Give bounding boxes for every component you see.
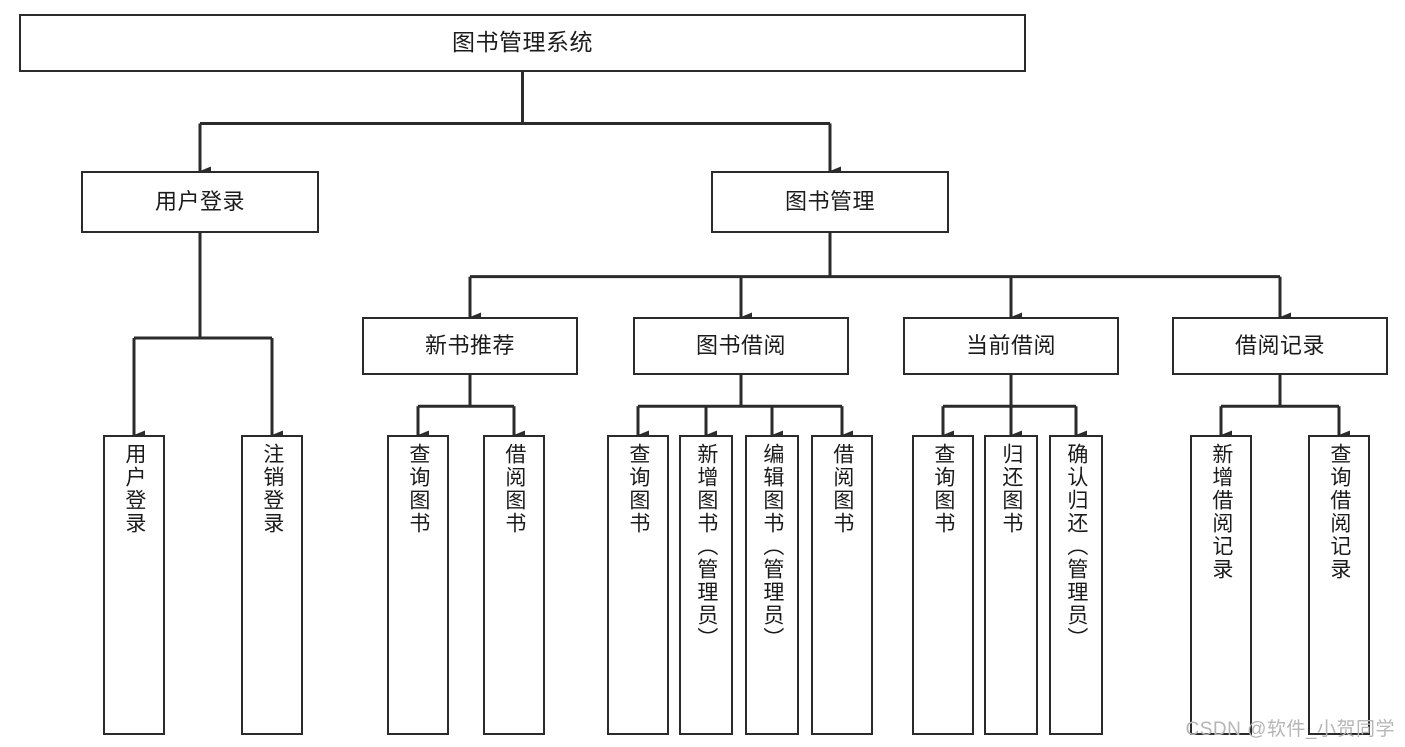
node-label-user-login: 用户登录 [154, 189, 245, 215]
node-label-leaf-query-borrow-record: 查询借阅记录 [1327, 443, 1351, 581]
node-label-current-borrow: 当前借阅 [965, 333, 1056, 359]
node-label-borrow-record: 借阅记录 [1234, 333, 1325, 359]
node-label-book-management: 图书管理 [784, 189, 875, 215]
node-leaf-edit-book[interactable]: 编辑图书（管理员） [745, 435, 799, 735]
node-leaf-add-borrow-record[interactable]: 新增借阅记录 [1190, 435, 1252, 735]
node-leaf-confirm-return[interactable]: 确认归还（管理员） [1049, 435, 1103, 735]
node-label-leaf-add-borrow-record: 新增借阅记录 [1209, 443, 1233, 581]
node-book-management[interactable]: 图书管理 [711, 171, 949, 233]
node-leaf-query-book-current[interactable]: 查询图书 [912, 435, 974, 735]
node-label-leaf-borrow-book: 借阅图书 [830, 443, 854, 535]
node-leaf-query-borrow-record[interactable]: 查询借阅记录 [1308, 435, 1370, 735]
node-leaf-user-login[interactable]: 用户登录 [103, 435, 165, 735]
node-user-login[interactable]: 用户登录 [81, 171, 319, 233]
node-label-leaf-user-login: 用户登录 [122, 443, 146, 535]
node-root[interactable]: 图书管理系统 [19, 14, 1026, 72]
node-borrow-record[interactable]: 借阅记录 [1172, 317, 1388, 375]
node-leaf-add-book[interactable]: 新增图书（管理员） [679, 435, 733, 735]
node-leaf-query-book-borrow[interactable]: 查询图书 [607, 435, 669, 735]
node-leaf-query-book-rec[interactable]: 查询图书 [387, 435, 449, 735]
node-label-new-book-recommend: 新书推荐 [424, 333, 515, 359]
node-leaf-return-book[interactable]: 归还图书 [984, 435, 1038, 735]
node-current-borrow[interactable]: 当前借阅 [903, 317, 1119, 375]
node-book-borrow[interactable]: 图书借阅 [633, 317, 849, 375]
node-leaf-borrow-book-rec[interactable]: 借阅图书 [483, 435, 545, 735]
node-leaf-logout[interactable]: 注销登录 [241, 435, 303, 735]
node-label-leaf-query-book-current: 查询图书 [931, 443, 955, 535]
node-leaf-borrow-book[interactable]: 借阅图书 [811, 435, 873, 735]
node-label-leaf-logout: 注销登录 [260, 443, 284, 535]
node-label-leaf-query-book-rec: 查询图书 [406, 443, 430, 535]
node-label-leaf-edit-book: 编辑图书（管理员） [760, 443, 784, 650]
node-label-leaf-confirm-return: 确认归还（管理员） [1064, 443, 1088, 650]
node-label-leaf-query-book-borrow: 查询图书 [626, 443, 650, 535]
node-label-leaf-add-book: 新增图书（管理员） [694, 443, 718, 650]
node-new-book-recommend[interactable]: 新书推荐 [362, 317, 578, 375]
node-label-leaf-return-book: 归还图书 [999, 443, 1023, 535]
node-label-leaf-borrow-book-rec: 借阅图书 [502, 443, 526, 535]
node-label-book-borrow: 图书借阅 [695, 333, 786, 359]
node-label-root: 图书管理系统 [452, 29, 593, 56]
